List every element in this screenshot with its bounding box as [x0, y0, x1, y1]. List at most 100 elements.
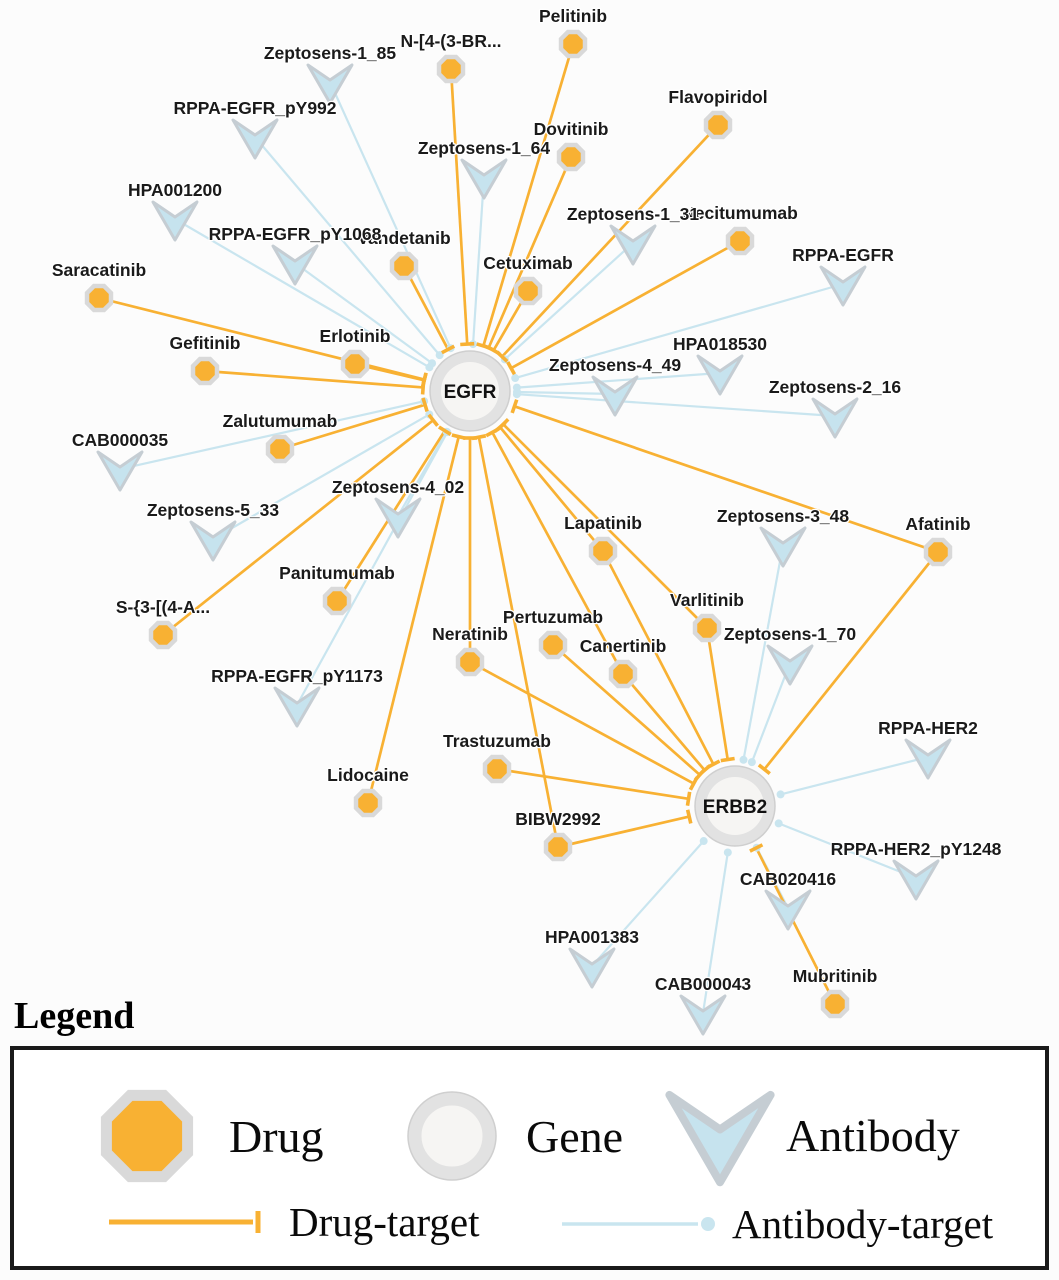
drug-target-edge: [501, 124, 719, 358]
edge-endpoint-dot: [739, 755, 748, 764]
antibody-target-edge: [742, 544, 785, 760]
legend-item-drug: Drug: [91, 1080, 324, 1192]
antibody-label: RPPA-EGFR: [792, 245, 894, 265]
antibody-node: [764, 889, 812, 931]
drug-node: [84, 283, 114, 313]
drug-label: Vandetanib: [357, 228, 450, 248]
drug-target-edge: [499, 426, 605, 552]
drug-target-edge: [621, 673, 706, 772]
antibody-target-edge: [254, 136, 441, 356]
antibody-node: [811, 397, 859, 439]
antibody-target-edge: [504, 242, 634, 361]
edge-endpoint-dot: [511, 374, 520, 383]
antibody-label: CAB000035: [72, 430, 169, 450]
inhibition-tick: [437, 425, 452, 436]
inhibition-tick: [427, 413, 439, 427]
drug-node: [265, 434, 295, 464]
drug-target-edge: [557, 815, 690, 849]
antibody-label: Zeptosens-4_02: [332, 477, 465, 497]
antibody-label: Zeptosens-1_31: [567, 204, 700, 224]
antibody-target-edge: [780, 755, 929, 796]
gene-node-inner: [706, 777, 764, 835]
antibody-node: [766, 644, 814, 686]
antibody-target-edge: [514, 282, 844, 380]
antibody-node: [609, 224, 657, 266]
edge-endpoint-dot: [774, 819, 783, 828]
drug-target-edge: [402, 265, 450, 351]
drug-label: Zalutumumab: [223, 411, 338, 431]
drug-node: [340, 349, 370, 379]
drug-target-edge: [162, 419, 435, 637]
drug-node: [608, 659, 638, 689]
drug-icon: [100, 1089, 194, 1183]
drug-target-edge: [482, 43, 575, 347]
antibody-node: [374, 497, 422, 539]
antibody-target-edge: [750, 662, 792, 763]
drug-target-edge: [496, 767, 689, 801]
antibody-target-edge: [701, 852, 729, 1014]
legend-item-antibody: Antibody: [662, 1080, 960, 1190]
label-layer: EGFRERBB2PelitinibN-[4-(3-BR...Flavopiri…: [51, 5, 1003, 996]
drug-node: [543, 832, 573, 862]
legend-drug-label: Drug: [229, 1110, 324, 1162]
antibody-target-edge: [174, 218, 430, 369]
drug-node: [436, 54, 466, 84]
inhibition-tick: [460, 341, 475, 347]
drug-target-edge: [98, 296, 425, 381]
inhibition-tick: [471, 434, 487, 441]
inhibition-tick: [757, 763, 771, 776]
drug-target-edge: [279, 403, 426, 451]
antibody-node: [819, 265, 867, 307]
edge-endpoint-dot: [699, 837, 708, 846]
inhibition-tick: [420, 373, 428, 388]
drug-target-edge: [487, 156, 573, 349]
drug-target-edge: [502, 423, 708, 629]
antibody-node: [679, 994, 727, 1036]
antibody-label: Zeptosens-1_85: [264, 43, 397, 63]
gene-node-inner: [441, 362, 499, 420]
antibody-node: [151, 200, 199, 242]
edge-endpoint-layer: [420, 340, 785, 857]
antibody-target-edge: [591, 840, 705, 967]
drug-node: [455, 647, 485, 677]
edge-endpoint-dot: [435, 351, 444, 360]
drug-target-edge: [204, 369, 424, 389]
inhibition-tick: [749, 843, 764, 853]
drug-label: Lidocaine: [327, 765, 409, 785]
antibody-label: CAB000043: [655, 974, 752, 994]
drug-label: Lapatinib: [564, 513, 642, 533]
drug-label: Trastuzumab: [443, 731, 551, 751]
inhibition-tick: [685, 809, 693, 824]
antibody-label: RPPA-EGFR_pY1068: [209, 224, 382, 244]
gene-label: ERBB2: [703, 797, 767, 818]
drug-node: [190, 356, 220, 386]
antibody-label: Zeptosens-3_48: [717, 506, 850, 526]
antibody-node: [306, 63, 354, 105]
inhibition-tick: [506, 361, 517, 376]
legend-antibody-target-label: Antibody-target: [732, 1201, 994, 1247]
drug-node: [588, 536, 618, 566]
drug-label: Necitumumab: [682, 203, 798, 223]
antibody-label: CAB020416: [740, 869, 837, 889]
gene-label: EGFR: [444, 382, 497, 403]
drug-node: [820, 989, 850, 1019]
drug-node: [389, 251, 419, 281]
legend-item-antibody-target: Antibody-target: [560, 1200, 993, 1248]
node-layer: [84, 29, 953, 1036]
drug-node: [538, 630, 568, 660]
antibody-label: Zeptosens-1_70: [724, 624, 857, 644]
antibody-target-edge: [294, 262, 433, 365]
drug-label: Gefitinib: [170, 333, 241, 353]
drug-label: Canertinib: [580, 636, 667, 656]
antibody-node: [892, 859, 940, 901]
legend-item-gene: Gene: [402, 1086, 623, 1186]
drug-label: N-[4-(3-BR...: [400, 31, 501, 51]
antibody-target-edge: [778, 822, 917, 880]
gene-icon: [407, 1091, 497, 1181]
drug-node: [556, 142, 586, 172]
drug-label: Flavopiridol: [668, 87, 767, 107]
drug-label: Neratinib: [432, 624, 508, 644]
drug-target-edge: [510, 239, 741, 370]
inhibition-tick: [441, 344, 456, 355]
